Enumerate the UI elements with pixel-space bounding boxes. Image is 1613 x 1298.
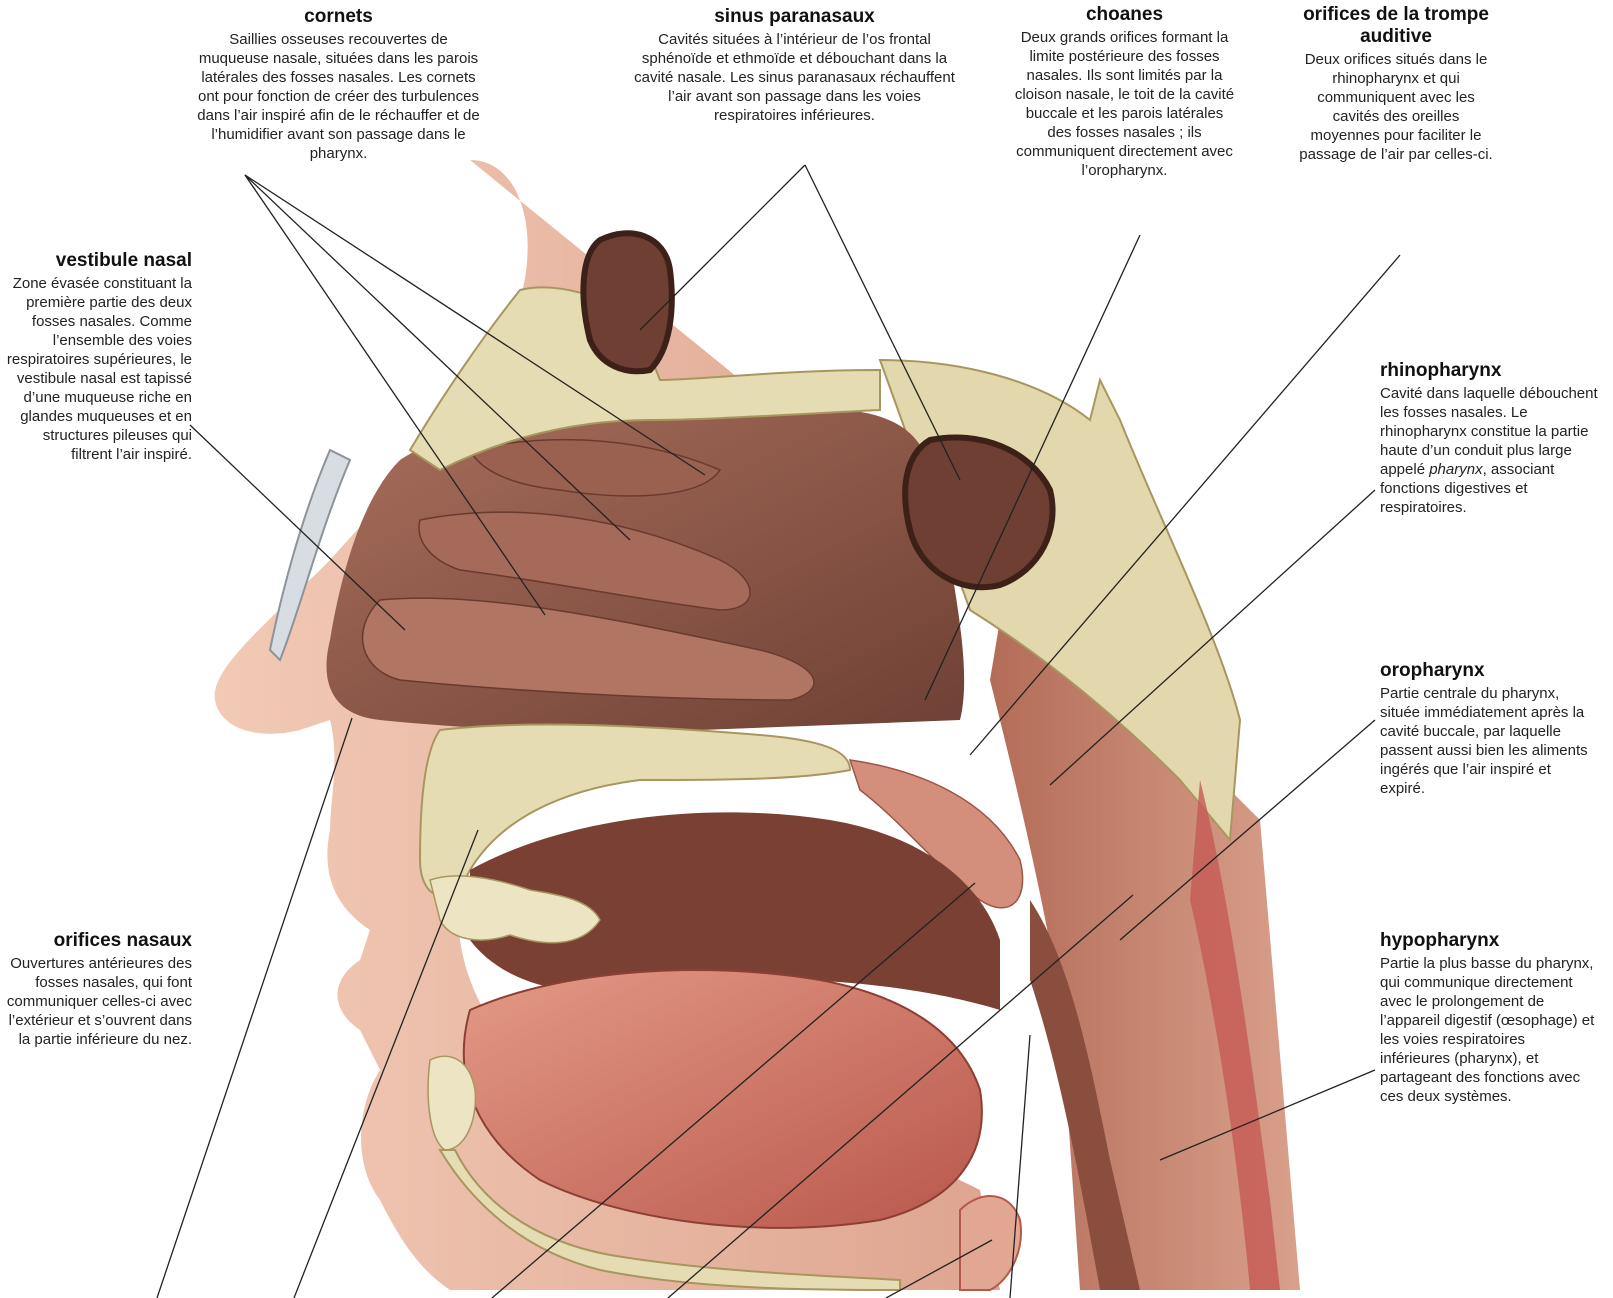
label-hypopharynx-body: Partie la plus basse du pharynx, qui com… — [1380, 954, 1595, 1106]
label-rhinopharynx-body: Cavité dans laquelle débouchent les foss… — [1380, 384, 1605, 517]
frontal-sinus — [583, 233, 671, 371]
label-orifices-nasaux-title: orifices nasaux — [4, 930, 192, 952]
leader-tonsil — [1010, 1035, 1030, 1298]
label-choanes: choanes Deux grands orifices formant la … — [1012, 4, 1237, 180]
label-trompe-body: Deux orifices situés dans le rhinopharyn… — [1296, 50, 1496, 164]
label-trompe: orifices de la trompe auditive Deux orif… — [1296, 4, 1496, 164]
label-hypopharynx: hypopharynx Partie la plus basse du phar… — [1380, 930, 1595, 1106]
label-sinus: sinus paranasaux Cavités situées à l’int… — [632, 6, 957, 125]
label-cornets: cornets Saillies osseuses recouvertes de… — [196, 6, 481, 163]
leader-sinus-1 — [640, 165, 805, 330]
label-vestibule-body: Zone évasée constituant la première part… — [4, 274, 192, 464]
label-choanes-body: Deux grands orifices formant la limite p… — [1012, 28, 1237, 180]
label-cornets-body: Saillies osseuses recouvertes de muqueus… — [196, 30, 481, 163]
label-rhinopharynx-title: rhinopharynx — [1380, 360, 1605, 382]
label-orifices-nasaux: orifices nasaux Ouvertures antérieures d… — [4, 930, 192, 1049]
rhinopharynx-body-italic: pharynx — [1429, 461, 1482, 478]
label-choanes-title: choanes — [1012, 4, 1237, 26]
label-trompe-title: orifices de la trompe auditive — [1296, 4, 1496, 48]
label-oropharynx-title: oropharynx — [1380, 660, 1600, 682]
label-oropharynx-body: Partie centrale du pharynx, située imméd… — [1380, 684, 1600, 798]
label-vestibule: vestibule nasal Zone évasée constituant … — [4, 250, 192, 464]
label-cornets-title: cornets — [196, 6, 481, 28]
label-vestibule-title: vestibule nasal — [4, 250, 192, 272]
label-hypopharynx-title: hypopharynx — [1380, 930, 1595, 952]
label-oropharynx: oropharynx Partie centrale du pharynx, s… — [1380, 660, 1600, 798]
label-rhinopharynx: rhinopharynx Cavité dans laquelle débouc… — [1380, 360, 1605, 517]
label-sinus-body: Cavités situées à l’intérieur de l’os fr… — [632, 30, 957, 125]
label-orifices-nasaux-body: Ouvertures antérieures des fosses nasale… — [4, 954, 192, 1049]
label-sinus-title: sinus paranasaux — [632, 6, 957, 28]
